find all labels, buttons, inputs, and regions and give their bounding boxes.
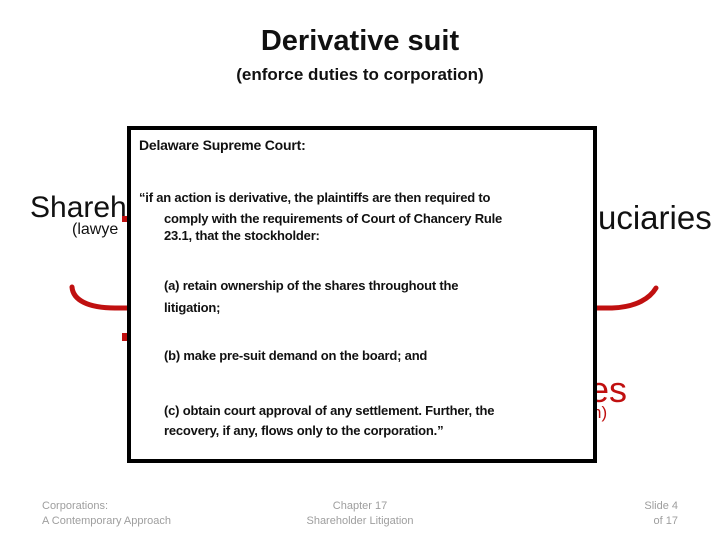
- slide-subtitle: (enforce duties to corporation): [236, 65, 484, 84]
- footer-slide-number: Slide 4 of 17: [644, 499, 678, 529]
- footer-chapter-line2: Shareholder Litigation: [306, 515, 414, 527]
- background-text-fiduciaries-fragment: uciaries: [598, 199, 712, 236]
- slide-title: Derivative suit: [260, 25, 460, 57]
- callout-heading: Delaware Supreme Court:: [139, 137, 306, 153]
- callout-item-a-line: litigation;: [164, 300, 221, 315]
- callout-intro-line: “if an action is derivative, the plainti…: [139, 190, 491, 205]
- red-annotation-speck: [122, 216, 127, 222]
- footer-chapter-line1: Chapter 17: [332, 500, 388, 512]
- callout-item-a-line: (a) retain ownership of the shares throu…: [164, 278, 459, 293]
- footer-book-info: Corporations: A Contemporary Approach: [42, 499, 171, 529]
- red-annotation-speck: [122, 333, 127, 341]
- delaware-court-callout-box: Delaware Supreme Court: “if an action is…: [127, 126, 597, 463]
- footer-slide-line1: Slide 4: [644, 500, 678, 512]
- callout-intro-line: comply with the requirements of Court of…: [164, 211, 503, 226]
- callout-item-c-line: (c) obtain court approval of any settlem…: [164, 403, 495, 418]
- footer-book-line1: Corporations:: [42, 500, 109, 512]
- callout-intro-line: 23.1, that the stockholder:: [164, 228, 320, 243]
- callout-item-b-line: (b) make pre-suit demand on the board; a…: [164, 348, 428, 363]
- footer-chapter-info: Chapter 17 Shareholder Litigation: [240, 499, 480, 529]
- callout-item-c-line: recovery, if any, flows only to the corp…: [164, 423, 444, 438]
- footer-slide-line2: of 17: [653, 515, 678, 527]
- footer-book-line2: A Contemporary Approach: [42, 515, 172, 527]
- background-text-lawyers-fragment: (lawye: [72, 221, 119, 238]
